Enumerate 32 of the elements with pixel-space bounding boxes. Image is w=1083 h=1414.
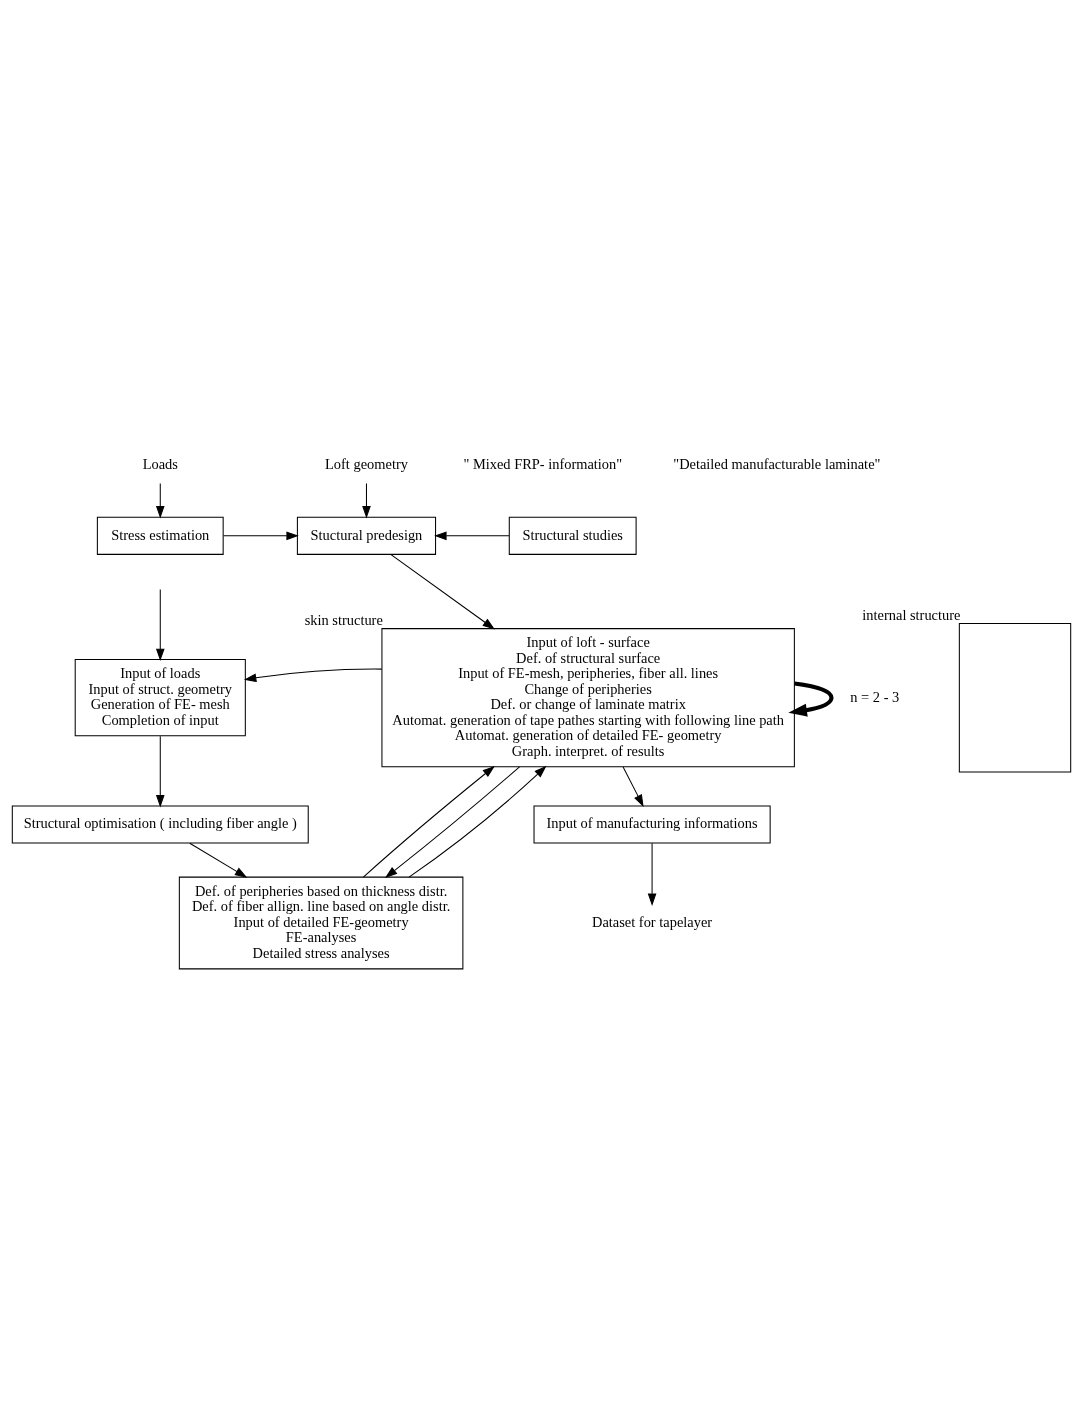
legend-label: " Mixed FRP- information" [463, 455, 623, 471]
node-box: Stuctural predesign [296, 516, 437, 555]
node-box: Input of loft - surface Def. of structural surface Input of FE-mesh, peripheries, fiber all. lines Change of peripheries Def. or change of laminate matrix Automat. generation of tape pathes starting with following line path Automat. generation of detailed FE- geometry Graph. interpret. of results [381, 627, 795, 767]
node-box: Structural studies [508, 516, 637, 555]
edge-label: n = 2 - 3 [850, 688, 900, 705]
node-box: Structural optimisation ( including fiber angle ) [11, 804, 309, 844]
arrow [362, 482, 371, 518]
arrow [155, 735, 165, 807]
arrow [622, 765, 644, 807]
arrow [408, 765, 547, 878]
node-text: Dataset for tapelayer [592, 913, 713, 930]
node-box: Input of manufacturing informations [533, 804, 771, 844]
arrow [155, 588, 165, 661]
arrow [223, 531, 299, 540]
node-label: internal structure [862, 606, 961, 623]
arrow [362, 765, 495, 878]
node-text: Loft geometry [325, 455, 408, 471]
arrow [788, 680, 834, 717]
node-box: Stress estimation [96, 516, 224, 555]
node-box [958, 622, 1072, 772]
node-label: skin structure [304, 611, 383, 628]
node-text: Loads [142, 455, 178, 471]
arrow [155, 482, 165, 518]
legend-label: "Detailed manufacturable laminate" [673, 455, 881, 471]
arrow [385, 765, 521, 878]
arrow [434, 531, 510, 540]
node-box: Def. of peripheries based on thickness distr. Def. of fiber allign. line based on angle distr. Input of detailed FE-geometry FE-analyses Detailed stress analyses [178, 876, 464, 969]
arrow [647, 842, 657, 906]
arrow [189, 842, 248, 878]
arrow [243, 668, 383, 682]
arrow [390, 553, 495, 629]
node-box: Input of loads Input of struct. geometry Generation of FE- mesh Completion of input [74, 658, 246, 736]
